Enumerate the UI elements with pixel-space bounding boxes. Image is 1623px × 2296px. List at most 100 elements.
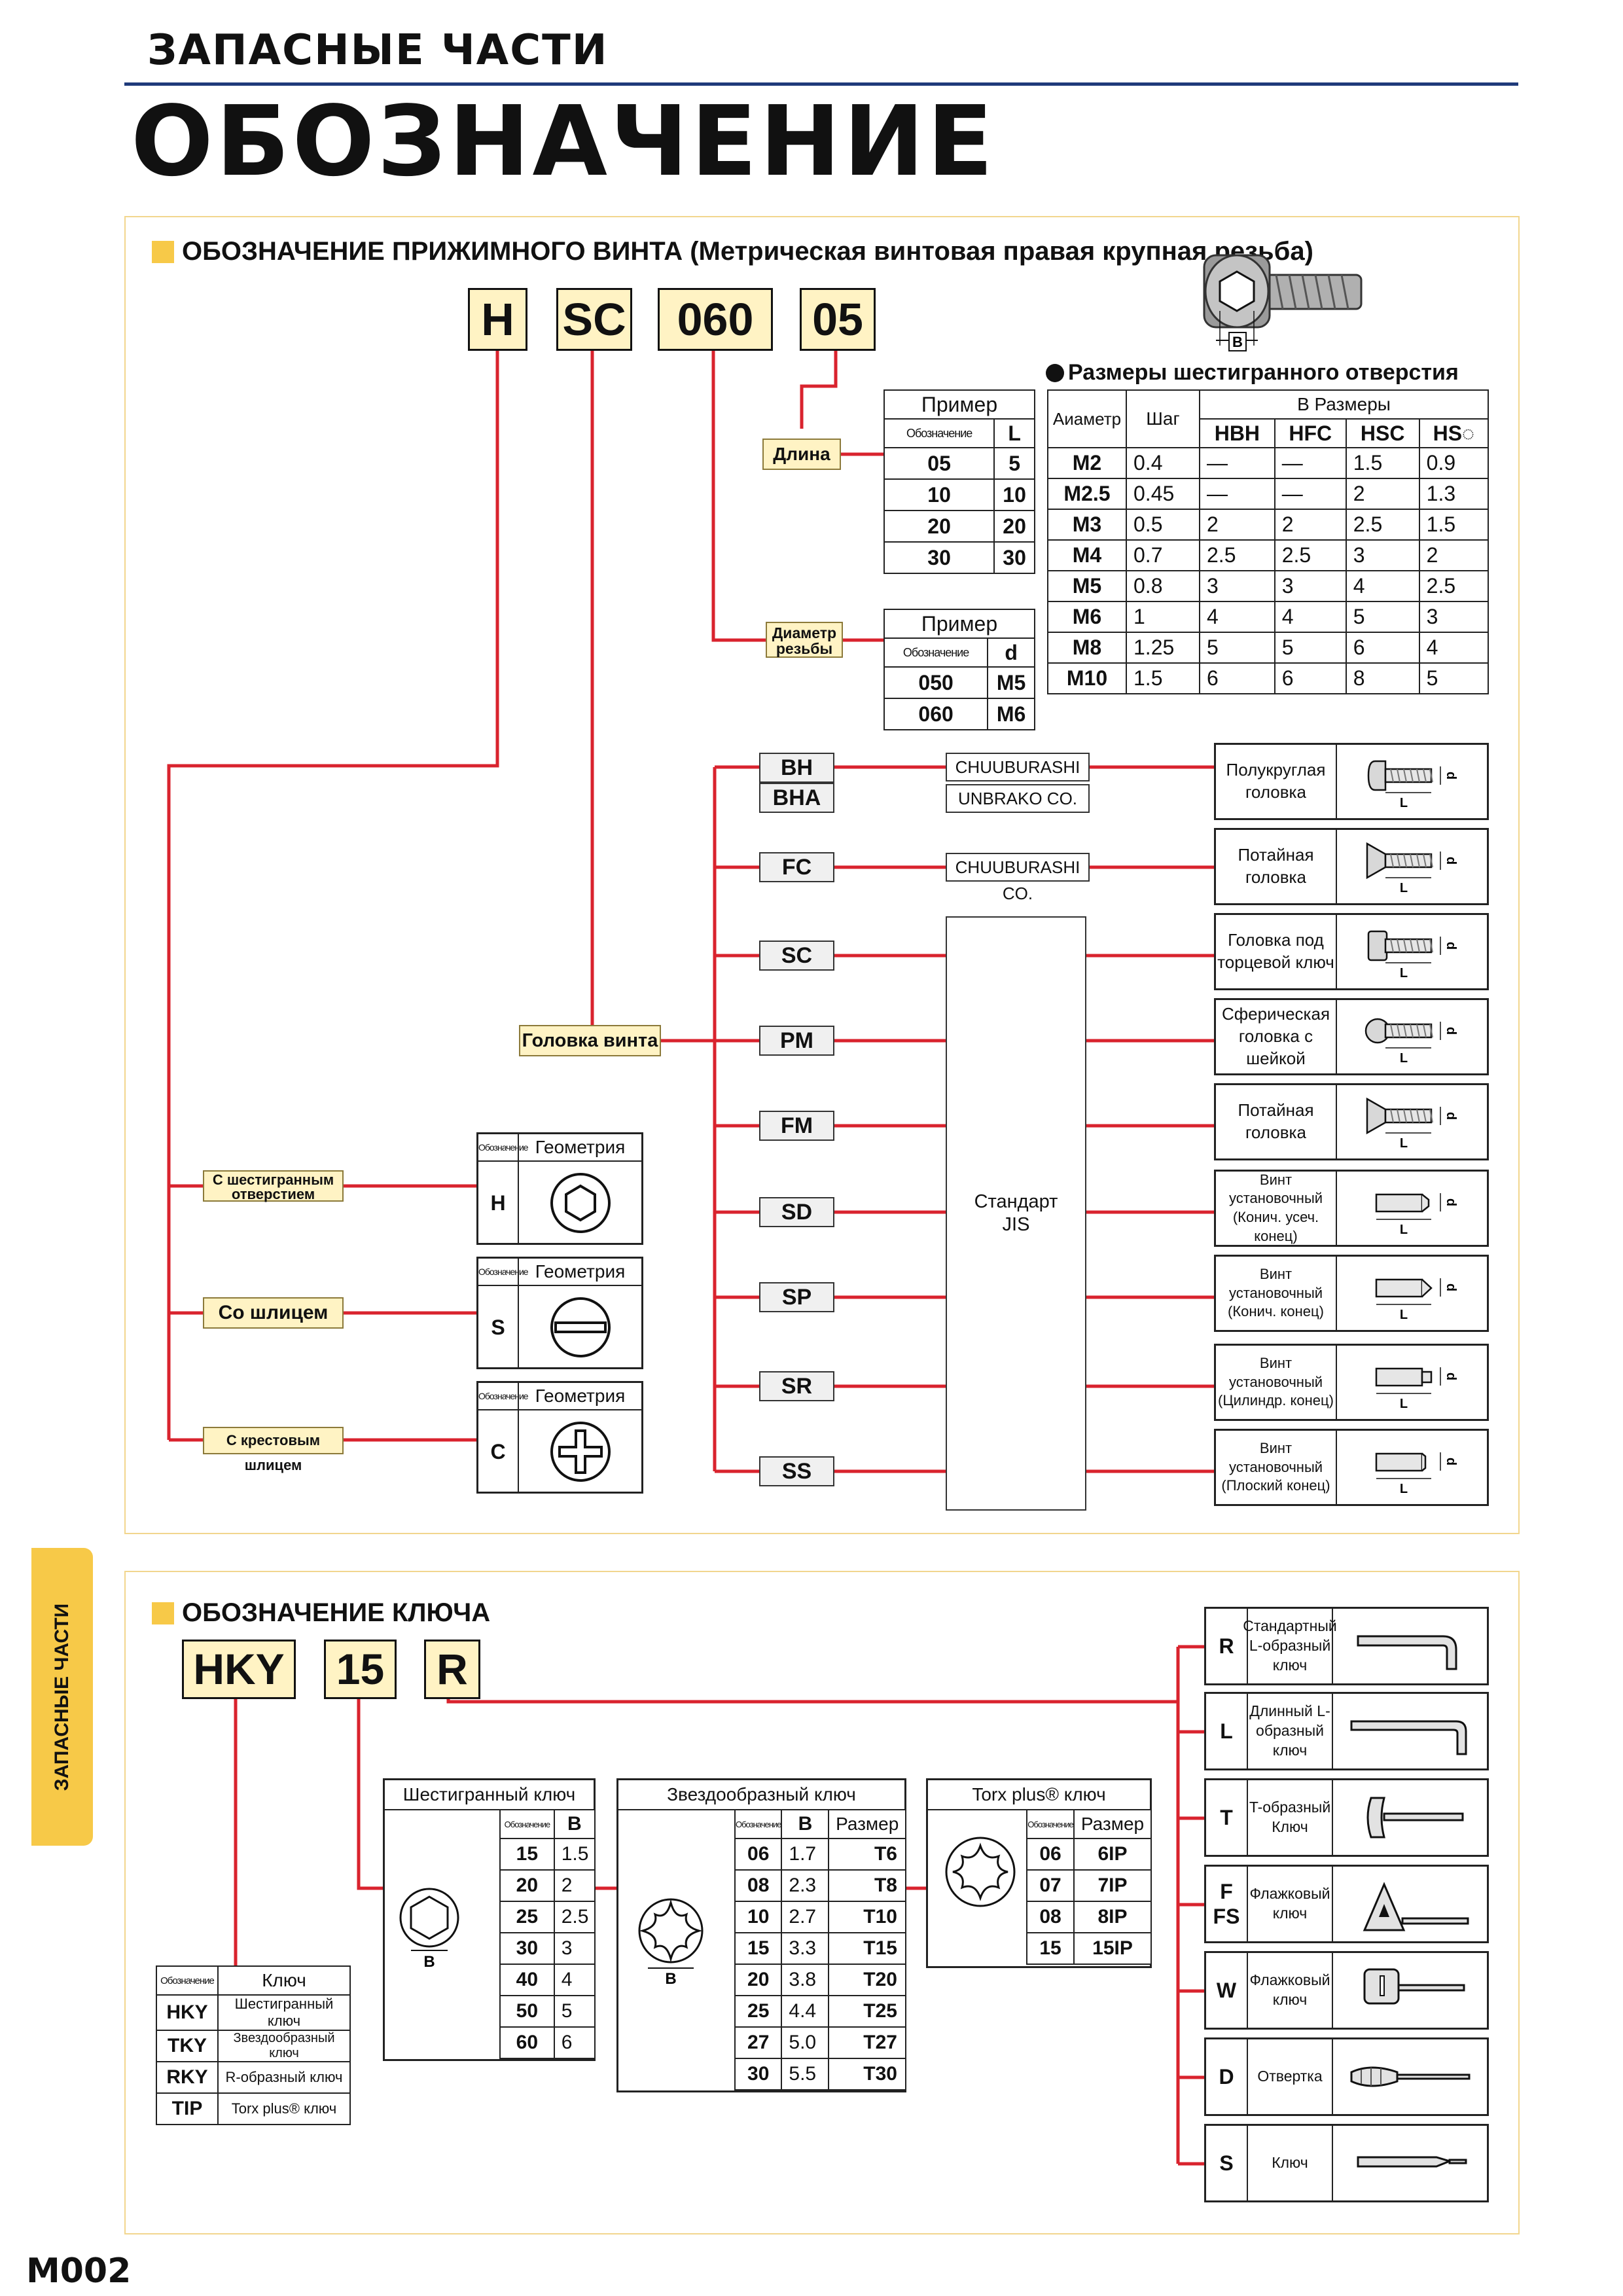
table-cell: — (1274, 478, 1347, 510)
table-cell: 2.5 (553, 1901, 596, 1933)
head-code-sd[interactable]: SD (759, 1197, 834, 1227)
dim-d-label: d (1444, 1112, 1458, 1120)
table-cell: T10 (828, 1901, 906, 1933)
torx-key-title: Torx plus® ключ (928, 1780, 1150, 1810)
key-type-code: W (1206, 1953, 1248, 2028)
table-cell: 8IP (1073, 1901, 1152, 1933)
table-cell: T15 (828, 1932, 906, 1965)
geometry-col2: Геометрия (535, 1137, 626, 1157)
hex-col-hsc: HSC (1345, 418, 1420, 448)
w-key-icon (1333, 1953, 1487, 2028)
geometry-code-h: H (478, 1162, 519, 1244)
key-type-code: T (1206, 1780, 1248, 1855)
table-cell: 6 (1345, 632, 1420, 664)
table-cell: 4 (1199, 601, 1275, 633)
star-key-col1: Обозначение (734, 1809, 783, 1839)
head-code-sc[interactable]: SC (759, 941, 834, 971)
side-tab[interactable]: ЗАПАСНЫЕ ЧАСТИ (31, 1548, 93, 1846)
table-cell: T25 (828, 1995, 906, 2028)
key-type-code: F FS (1206, 1867, 1248, 1941)
screw-code-h[interactable]: H (468, 288, 527, 351)
dim-d-label: d (1444, 1458, 1458, 1465)
table-cell: 7IP (1073, 1869, 1152, 1902)
head-code-fm[interactable]: FM (759, 1111, 834, 1141)
head-code-bha[interactable]: BHA (759, 783, 834, 813)
table-cell: 1.7 (781, 1838, 830, 1871)
key-section-title: ОБОЗНАЧЕНИЕ КЛЮЧА (152, 1598, 490, 1628)
header-rule (124, 82, 1518, 86)
head-type-label: Потайная головка (1216, 830, 1337, 903)
key-code-15[interactable]: 15 (324, 1640, 397, 1699)
table-cell: RKY (156, 2061, 219, 2094)
head-type-label: Головка под торцевой ключ (1216, 915, 1337, 988)
geometry-col1: Обозначение (478, 1259, 529, 1285)
head-code-sr[interactable]: SR (759, 1371, 834, 1401)
dim-d-label: d (1444, 1283, 1458, 1291)
table-cell: 0.8 (1126, 570, 1200, 602)
head-code-pm[interactable]: PM (759, 1026, 834, 1056)
dim-d-label: d (1444, 772, 1458, 780)
key-type-code: R (1206, 1609, 1248, 1683)
table-cell: 08 (734, 1869, 783, 1902)
key-code-hky[interactable]: HKY (182, 1640, 296, 1699)
length-col2: L (993, 418, 1035, 448)
dim-d-label: d (1444, 1027, 1458, 1035)
table-cell: 2.5 (1274, 539, 1347, 571)
head-code-bh[interactable]: BH (759, 753, 834, 783)
table-cell: 4 (1274, 601, 1347, 633)
table-cell: M6 (1047, 601, 1127, 633)
table-cell: M4 (1047, 539, 1127, 571)
head-code-sp[interactable]: SP (759, 1282, 834, 1312)
star-key-b-label: B (665, 1970, 676, 1986)
table-cell: 40 (499, 1964, 555, 1996)
table-cell: 6 (1274, 662, 1347, 694)
company-chuuburashi-fc: CHUUBURASHI CO. (946, 853, 1090, 903)
table-cell: 1.5 (1418, 509, 1489, 541)
page-title: ОБОЗНАЧЕНИЕ (131, 85, 996, 198)
slot-icon (550, 1297, 611, 1357)
key-type-code: D (1206, 2039, 1248, 2114)
table-cell: T6 (828, 1838, 906, 1871)
key-code-r[interactable]: R (424, 1640, 480, 1699)
table-cell: 2 (1418, 539, 1489, 571)
screw-code-sc[interactable]: SC (556, 288, 632, 351)
head-code-fc[interactable]: FC (759, 852, 834, 882)
screw-code-05[interactable]: 05 (800, 288, 876, 351)
head-type-label: Сферическая головка с шейкой (1216, 1000, 1337, 1073)
star-key-col2: B (781, 1809, 830, 1839)
geometry-col2: Геометрия (535, 1261, 626, 1282)
screw-code-060[interactable]: 060 (658, 288, 773, 351)
table-cell: 050 (883, 666, 989, 699)
head-code-ss[interactable]: SS (759, 1456, 834, 1486)
table-cell: 1.5 (1126, 662, 1200, 694)
table-cell: 6 (1199, 662, 1275, 694)
table-cell: 10 (993, 478, 1035, 511)
header-subtitle: ЗАПАСНЫЕ ЧАСТИ (147, 26, 609, 75)
table-cell: T20 (828, 1964, 906, 1996)
